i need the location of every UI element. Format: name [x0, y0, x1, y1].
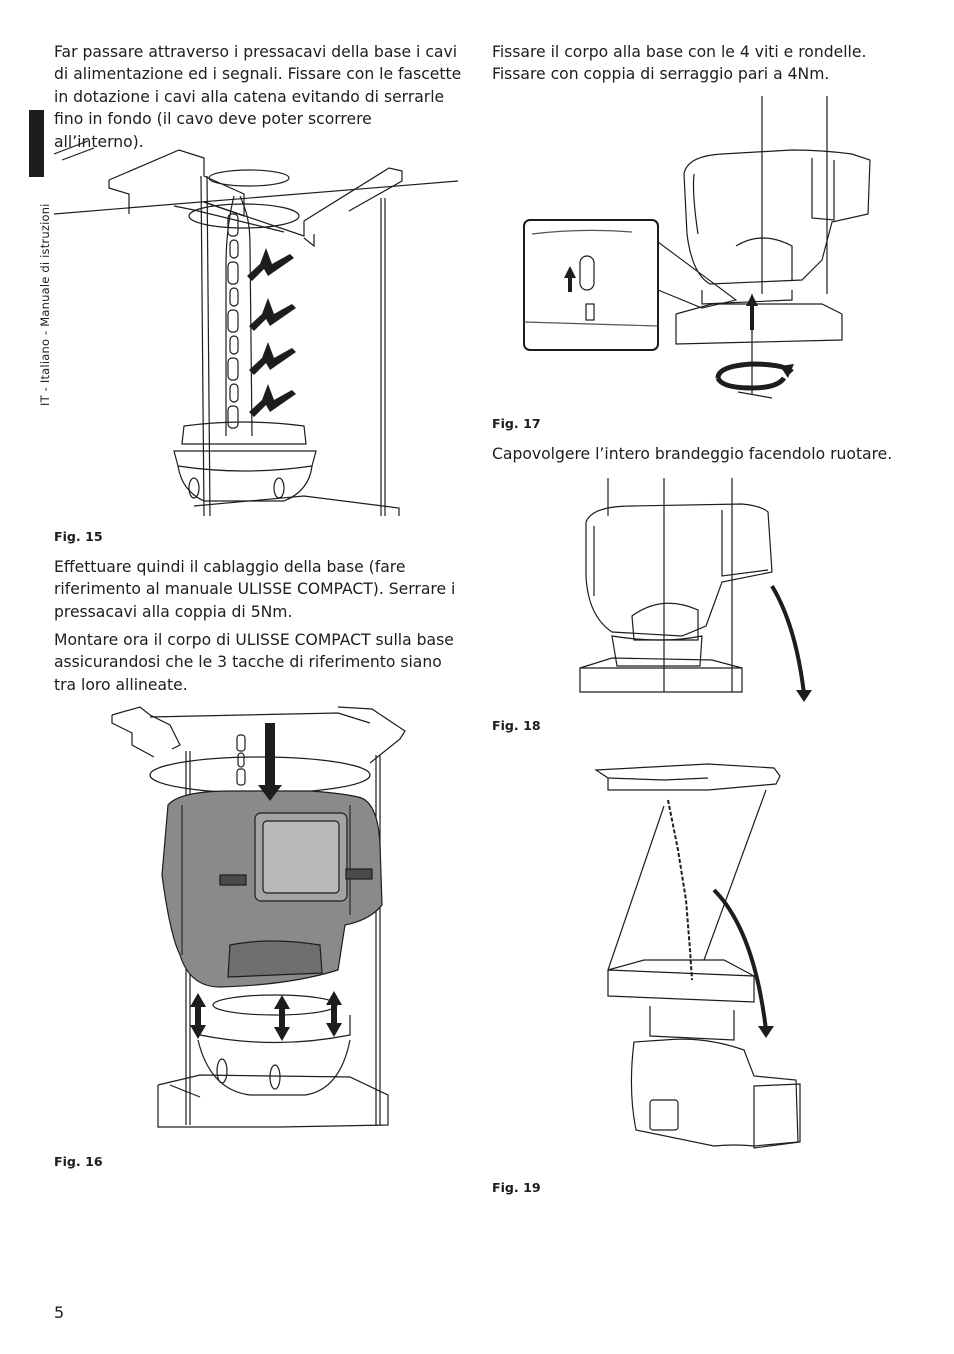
- fix-paragraph: Fissare il corpo alla base con le 4 viti…: [492, 43, 867, 84]
- side-language-label: IT - Italiano - Manuale di istruzioni: [38, 203, 52, 406]
- page-number: 5: [54, 1303, 65, 1322]
- figure-16-caption: Fig. 16: [54, 1154, 103, 1169]
- mount-paragraph: Montare ora il corpo di ULISSE COMPACT s…: [54, 631, 454, 694]
- alignment-arrows: [190, 991, 342, 1041]
- figure-19-caption: Fig. 19: [492, 1180, 541, 1195]
- figure-17-caption: Fig. 17: [492, 416, 541, 431]
- figure-15-caption: Fig. 15: [54, 529, 103, 544]
- section-tab-marker: [29, 110, 44, 177]
- figure-17-illustration: [523, 96, 871, 399]
- figure-18-illustration: [579, 478, 812, 702]
- cabling-paragraph: Effettuare quindi il cablaggio della bas…: [54, 558, 456, 621]
- detail-callout: [523, 219, 738, 351]
- figure-15-illustration: [54, 140, 459, 517]
- camera-body: [161, 790, 383, 988]
- arrows-pointing-to-cable-ties: [247, 248, 296, 417]
- figure-18-caption: Fig. 18: [492, 718, 541, 733]
- chain: [667, 799, 693, 981]
- intro-paragraph: Far passare attraverso i pressacavi dell…: [54, 43, 462, 151]
- figure-16-illustration: [111, 706, 406, 1128]
- chain: [236, 734, 246, 786]
- chain: [227, 213, 239, 429]
- rotate-paragraph: Capovolgere l’intero brandeggio facendol…: [492, 445, 893, 463]
- figure-19-illustration: [594, 763, 801, 1149]
